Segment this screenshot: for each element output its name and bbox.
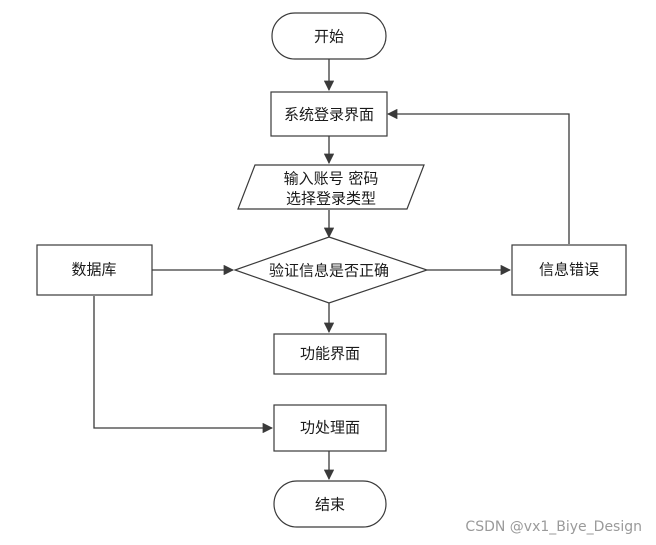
- validate-label: 验证信息是否正确: [269, 262, 389, 280]
- error-box: [511, 244, 627, 296]
- end-node: 结束: [273, 480, 387, 528]
- end-terminal-shape: [273, 480, 387, 528]
- function-screen-box: [273, 333, 387, 375]
- start-label: 开始: [314, 28, 344, 46]
- edges: [93, 59, 570, 481]
- processing-screen-node: 功处理面: [273, 404, 387, 452]
- end-label: 结束: [315, 496, 345, 514]
- edge-database-to-processing: [93, 296, 274, 434]
- function-screen-node: 功能界面: [273, 333, 387, 375]
- login-screen-node: 系统登录界面: [270, 91, 388, 137]
- error-label: 信息错误: [539, 261, 599, 279]
- input-node: 输入账号 密码 选择登录类型: [237, 164, 425, 210]
- database-node: 数据库: [36, 244, 153, 296]
- input-label-line2: 选择登录类型: [286, 190, 376, 208]
- database-label: 数据库: [71, 261, 116, 279]
- function-screen-label: 功能界面: [300, 345, 360, 363]
- login-screen-label: 系统登录界面: [284, 106, 374, 124]
- start-terminal-shape: [271, 12, 387, 60]
- watermark: CSDN @vx1_Biye_Design: [465, 519, 642, 535]
- processing-screen-box: [273, 404, 387, 452]
- database-box: [36, 244, 153, 296]
- validate-node: 验证信息是否正确: [233, 236, 429, 304]
- validate-diamond: [233, 236, 429, 304]
- error-node: 信息错误: [511, 244, 627, 296]
- start-node: 开始: [271, 12, 387, 60]
- processing-screen-label: 功处理面: [300, 419, 360, 437]
- login-screen-box: [270, 91, 388, 137]
- input-label-line1: 输入账号 密码: [284, 170, 379, 188]
- edge-error-to-login: [386, 108, 570, 244]
- input-parallelogram: [237, 164, 425, 210]
